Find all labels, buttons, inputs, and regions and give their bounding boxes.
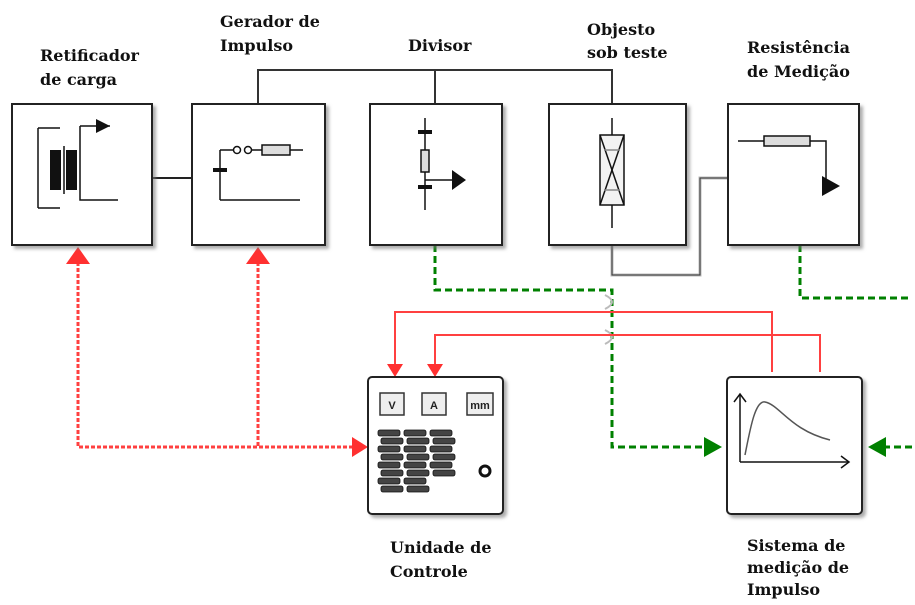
objeto-box [548,103,687,246]
label-controle-l1: Unidade de [390,538,492,557]
keypad-key [432,469,456,477]
keypad-key [429,429,453,437]
controle-box: V A mm [367,376,504,515]
control-arrow-key-a [427,364,443,377]
keypad-key [377,445,401,453]
keypad-key [403,461,427,469]
keypad-key [406,485,430,493]
keypad-key [377,477,401,485]
resistencia-box [727,103,860,246]
label-retificador-l2: de carga [40,70,118,89]
label-resistencia-l2: de Medição [747,62,850,81]
label-retificador-l1: Retificador [40,46,139,65]
keypad-key [406,437,430,445]
signal-connections [433,245,912,449]
key-mm: mm [470,400,490,412]
label-controle-l2: Controle [390,562,468,581]
hv-connections [152,69,728,277]
keypad-key [403,445,427,453]
control-arrow-unidade [352,437,368,457]
keypad-key [432,453,456,461]
label-resistencia-l1: Resistência [747,38,850,57]
keypad-key [406,469,430,477]
label-medicao-l2: medição de [747,558,850,577]
label-medicao-l1: Sistema de [747,536,846,555]
keypad-key [406,453,430,461]
label-objeto-l2: sob teste [587,43,668,62]
control-arrow-key-v [387,364,403,377]
keypad [377,429,456,493]
divisor-box [369,103,503,246]
label-objeto-l1: Objesto [587,20,656,39]
signal-arrow-resistance [868,437,886,457]
label-medicao-l3: Impulso [747,580,820,599]
keypad-key [377,461,401,469]
key-a: A [430,400,438,412]
knob-icon [478,464,492,478]
label-gerador-l1: Gerador de [220,12,320,31]
keypad-key [380,485,404,493]
key-v: V [388,400,396,412]
keypad-key [380,437,404,445]
retificador-box [11,103,153,246]
gerador-box [191,103,326,246]
medicao-box [726,376,863,515]
control-keys: V A mm [379,392,494,416]
keypad-key [429,461,453,469]
control-connections [76,256,821,449]
keypad-key [380,453,404,461]
signal-arrow-divisor [704,437,722,457]
label-divisor: Divisor [408,36,472,55]
keypad-key [429,445,453,453]
label-gerador-l2: Impulso [220,36,293,55]
control-arrow-gerador [246,247,270,264]
keypad-key [380,469,404,477]
keypad-key [377,429,401,437]
control-arrow-retificador [66,247,90,264]
keypad-key [432,437,456,445]
keypad-key [403,477,427,485]
keypad-key [403,429,427,437]
